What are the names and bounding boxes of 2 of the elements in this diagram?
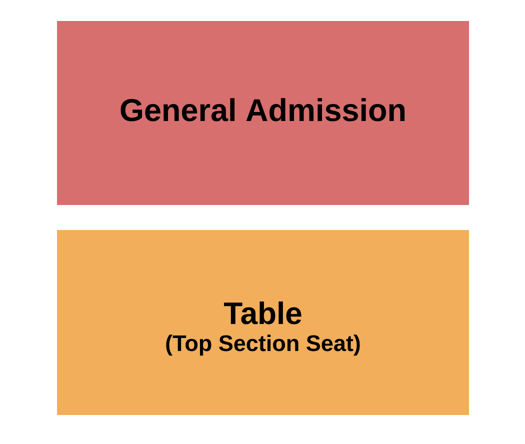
- seating-section: Table (Top Section Seat): [57, 230, 469, 415]
- seating-section: General Admission: [57, 21, 469, 205]
